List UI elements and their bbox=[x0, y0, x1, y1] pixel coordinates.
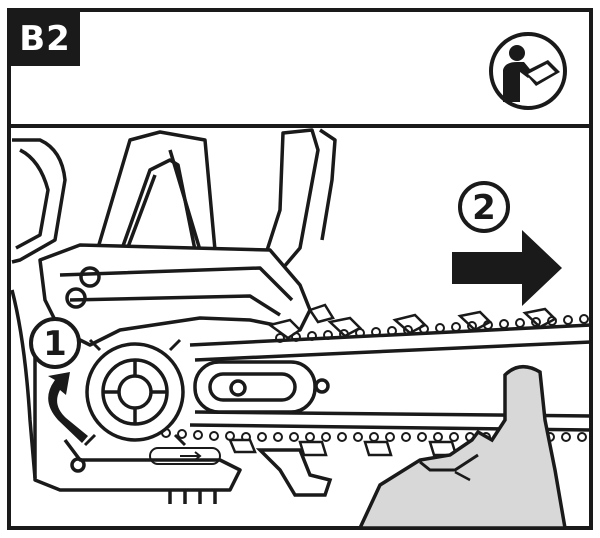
step-label: B2 bbox=[10, 12, 80, 66]
read-manual-icon bbox=[489, 32, 567, 110]
callout-1-number: 1 bbox=[43, 324, 67, 364]
bar-clamp bbox=[255, 448, 333, 497]
callout-2-number: 2 bbox=[472, 188, 496, 228]
rotate-arrow-icon bbox=[48, 372, 88, 443]
chain-loop-symbol bbox=[149, 447, 221, 465]
callout-2-circle bbox=[458, 181, 510, 233]
chain-bottom-cutters bbox=[228, 438, 458, 457]
chain-top-rivets bbox=[275, 314, 589, 343]
hand-illustration bbox=[357, 365, 568, 530]
callout-1-circle bbox=[29, 317, 81, 369]
chainsaw-body bbox=[10, 128, 337, 504]
right-arrow-icon bbox=[452, 230, 562, 306]
outer-border bbox=[7, 8, 593, 530]
drive-sprocket bbox=[83, 338, 187, 447]
